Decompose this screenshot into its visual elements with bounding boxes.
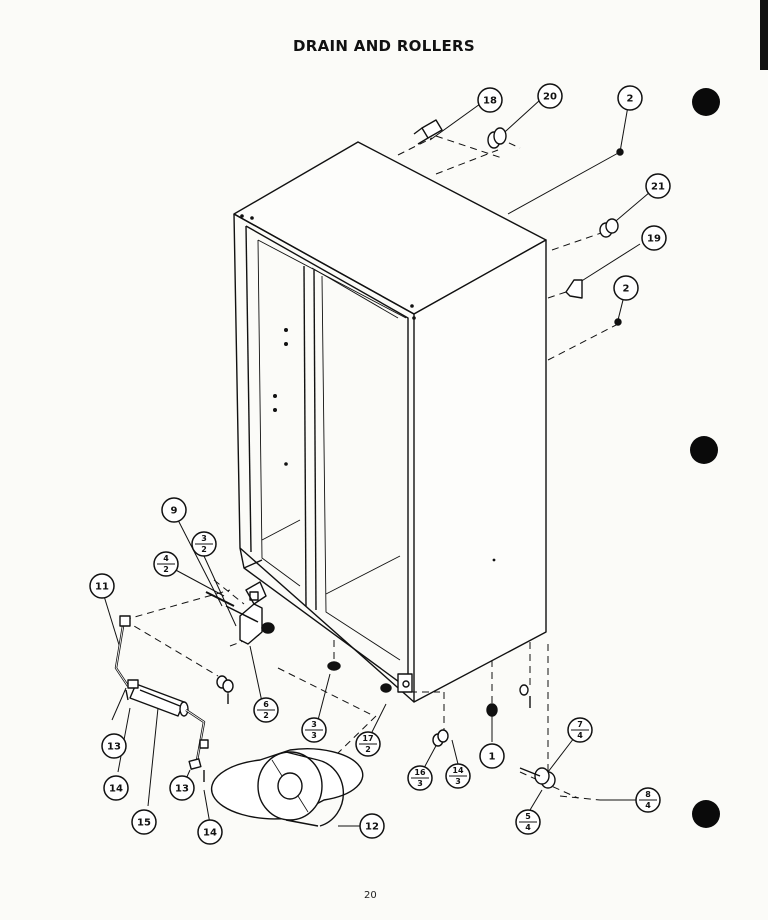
part-21-bushing bbox=[599, 218, 619, 238]
leveling-foot-left bbox=[216, 675, 234, 704]
callout-number: 5 bbox=[525, 812, 531, 821]
callout-12: 12 bbox=[359, 813, 385, 839]
callout-number: 7 bbox=[577, 720, 583, 729]
callout-number: 16 bbox=[414, 768, 426, 777]
part-20-bushing bbox=[487, 127, 507, 149]
page-title: DRAIN AND ROLLERS bbox=[293, 37, 475, 55]
part-15-drain-hose bbox=[114, 615, 209, 782]
callout-7-of-4: 74 bbox=[567, 717, 593, 743]
callout-2: 2 bbox=[617, 85, 643, 111]
callout-number: 11 bbox=[95, 582, 109, 593]
callout-number: 14 bbox=[109, 784, 123, 795]
callout-number: 2 bbox=[627, 94, 634, 105]
callout-9: 9 bbox=[161, 497, 187, 523]
callout-6-of-2: 62 bbox=[253, 697, 279, 723]
callout-11: 11 bbox=[89, 573, 115, 599]
callout-quantity: 2 bbox=[263, 711, 269, 720]
callout-quantity: 3 bbox=[455, 777, 461, 786]
callout-19: 19 bbox=[641, 225, 667, 251]
callout-quantity: 2 bbox=[163, 565, 169, 574]
page-number: 20 bbox=[364, 890, 377, 901]
cabinet-leg-right bbox=[327, 661, 413, 693]
callout-3-of-3: 33 bbox=[301, 717, 327, 743]
callout-4-of-2: 42 bbox=[153, 551, 179, 577]
callout-number: 6 bbox=[263, 700, 269, 709]
callout-number: 12 bbox=[365, 822, 379, 833]
part-18-drain-fitting bbox=[413, 119, 443, 145]
part-12-roller bbox=[210, 748, 364, 827]
callout-quantity: 4 bbox=[577, 731, 583, 740]
callout-number: 3 bbox=[311, 720, 317, 729]
part-2-screw-top bbox=[616, 148, 624, 156]
callout-number: 15 bbox=[137, 818, 151, 829]
callout-8-of-4: 84 bbox=[635, 787, 661, 813]
callout-20: 20 bbox=[537, 83, 563, 109]
part-screw-right bbox=[519, 684, 531, 708]
callout-number: 14 bbox=[203, 828, 217, 839]
cabinet-holes bbox=[240, 214, 496, 562]
part-19-bracket bbox=[565, 279, 583, 299]
part-5-roller-small bbox=[519, 767, 556, 789]
callout-1: 1 bbox=[479, 743, 505, 769]
callout-number: 8 bbox=[645, 790, 651, 799]
callout-18: 18 bbox=[477, 87, 503, 113]
callout-number: 21 bbox=[651, 182, 665, 193]
cabinet-body bbox=[233, 141, 547, 703]
callout-14: 14 bbox=[103, 775, 129, 801]
callout-number: 19 bbox=[647, 234, 661, 245]
callout-13: 13 bbox=[101, 733, 127, 759]
callout-quantity: 2 bbox=[201, 545, 207, 554]
binder-hole-middle bbox=[690, 436, 718, 464]
roller-bracket-left bbox=[205, 581, 275, 645]
callout-quantity: 3 bbox=[311, 731, 317, 740]
callout-5-of-4: 54 bbox=[515, 809, 541, 835]
callout-3-of-2: 32 bbox=[191, 531, 217, 557]
callout-16-of-3: 163 bbox=[407, 765, 433, 791]
scan-edge-mark bbox=[760, 0, 768, 70]
callout-13: 13 bbox=[169, 775, 195, 801]
binder-hole-bottom bbox=[692, 800, 720, 828]
part-16-foot bbox=[432, 729, 449, 747]
callout-quantity: 2 bbox=[365, 745, 371, 754]
callout-number: 13 bbox=[107, 742, 121, 753]
callout-quantity: 4 bbox=[645, 801, 651, 810]
callout-number: 4 bbox=[163, 554, 169, 563]
callout-15: 15 bbox=[131, 809, 157, 835]
binder-hole-top bbox=[692, 88, 720, 116]
callout-quantity: 3 bbox=[417, 779, 423, 788]
callout-21: 21 bbox=[645, 173, 671, 199]
part-2-screw-side bbox=[614, 318, 622, 326]
callout-quantity: 4 bbox=[525, 823, 531, 832]
callout-number: 1 bbox=[489, 752, 496, 763]
callout-14-of-3: 143 bbox=[445, 763, 471, 789]
callout-14: 14 bbox=[197, 819, 223, 845]
callout-number: 3 bbox=[201, 534, 207, 543]
callout-number: 20 bbox=[543, 92, 557, 103]
callout-number: 2 bbox=[623, 284, 630, 295]
callout-number: 9 bbox=[171, 506, 178, 517]
callout-number: 13 bbox=[175, 784, 189, 795]
callout-number: 14 bbox=[452, 766, 464, 775]
part-1-cap bbox=[486, 703, 498, 717]
callout-2: 2 bbox=[613, 275, 639, 301]
callout-leaders bbox=[103, 99, 651, 827]
callout-number: 18 bbox=[483, 96, 497, 107]
callout-number: 17 bbox=[362, 734, 373, 743]
callout-17-of-2: 172 bbox=[355, 731, 381, 757]
